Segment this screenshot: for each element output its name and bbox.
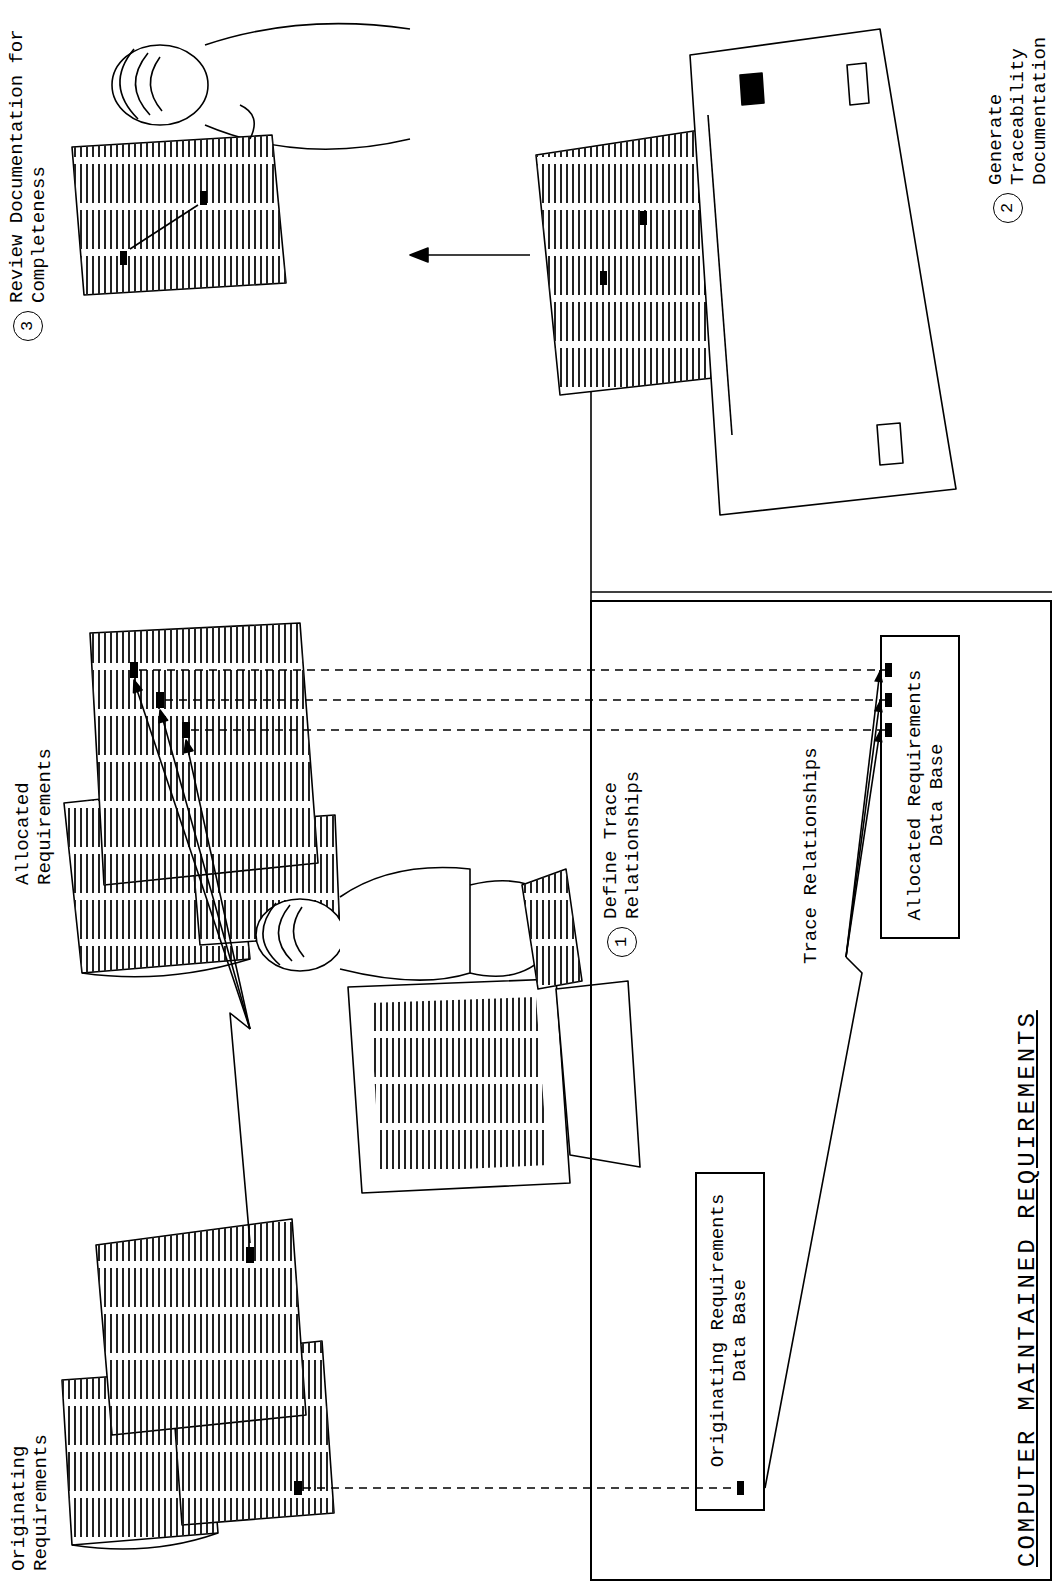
printer-part [740,73,764,105]
document-trace-lines-part [137,690,250,1029]
document-trace-lines-part [230,1013,250,1243]
originating-documents-part [72,1533,218,1549]
database-label: Originating Requirements Data Base [707,1188,751,1473]
originating-documents [62,1219,334,1549]
printer-part [708,115,732,435]
printer-part [640,211,647,225]
dashed-leader [139,670,885,1488]
originating-documents-part [96,1219,306,1435]
document-trace-lines [134,680,251,1243]
dashed-leader-part [303,1487,737,1489]
document-caption: Allocated Requirements [12,740,56,885]
record-marker [885,693,892,707]
frame-title: COMPUTER MAINTAINED REQUIREMENTS [1014,1010,1042,1567]
reviewer [72,24,410,295]
workstation-operator-part [370,997,548,1173]
printer-part [847,63,869,105]
workstation-operator-part [348,979,570,1193]
printer [536,29,956,515]
record-marker [737,1481,744,1495]
record-marker [885,723,892,737]
callout-number: 1 [607,927,637,957]
reviewer-part [112,45,208,125]
workstation-operator-part [522,869,582,989]
trace-connector [846,670,880,957]
reviewer-part [72,135,286,295]
frame-rail-part [591,591,1052,593]
printer-part [600,271,607,285]
step-caption: Generate Traceability Documentation [985,25,1051,185]
dashed-leader-part [165,699,885,701]
document-trace-lines-part [134,680,143,693]
reviewer-part [72,135,286,295]
workstation-operator-part [556,981,640,1167]
trace-connector [765,957,862,1488]
document-trace-lines-part [188,750,250,1029]
originating-documents-part [96,1219,306,1435]
flow-arrow-part [426,254,530,256]
originating-documents-part [294,1481,302,1495]
workstation-operator-part [256,899,344,971]
document-trace-lines-part [184,740,193,753]
reviewer-part [120,49,162,119]
callout-number: 2 [993,193,1023,223]
reviewer-part [120,251,127,265]
workstation-operator-part [522,869,582,989]
database-box: Originating Requirements Data Base [695,1172,765,1511]
document-trace-lines-part [163,720,250,1029]
dashed-leader-part [139,669,885,671]
record-marker [885,663,892,677]
allocated-documents-part [130,662,138,678]
allocated-documents-part [90,623,318,885]
step-caption: Review Documentation for Completeness [6,13,50,303]
reviewer-part [200,191,207,205]
printer-part [877,423,903,465]
dashed-leader-part [191,729,885,731]
workstation-operator-part [263,903,304,965]
reviewer-part [130,205,198,249]
workstation-operator [256,868,640,1193]
allocated-documents-part [82,959,250,977]
originating-documents-part [246,1247,254,1263]
workstation-operator-part [340,868,470,981]
flow-arrow [410,248,530,262]
connector-label: Trace Relationships [800,744,822,967]
callout-number: 3 [13,311,43,341]
document-trace-lines-part [159,710,168,723]
allocated-documents-part [156,692,164,708]
flow-arrow-part [410,248,428,262]
allocated-documents-part [182,722,190,738]
printer-part [690,29,956,515]
step-caption: Define Trace Relationships [600,759,644,919]
database-label: Allocated Requirements Data Base [904,665,948,925]
reviewer-part [205,24,410,150]
allocated-documents-part [90,623,318,885]
reviewer-part [240,105,254,139]
database-box: Allocated Requirements Data Base [880,635,960,939]
document-caption: Originating Requirements [8,1426,52,1571]
